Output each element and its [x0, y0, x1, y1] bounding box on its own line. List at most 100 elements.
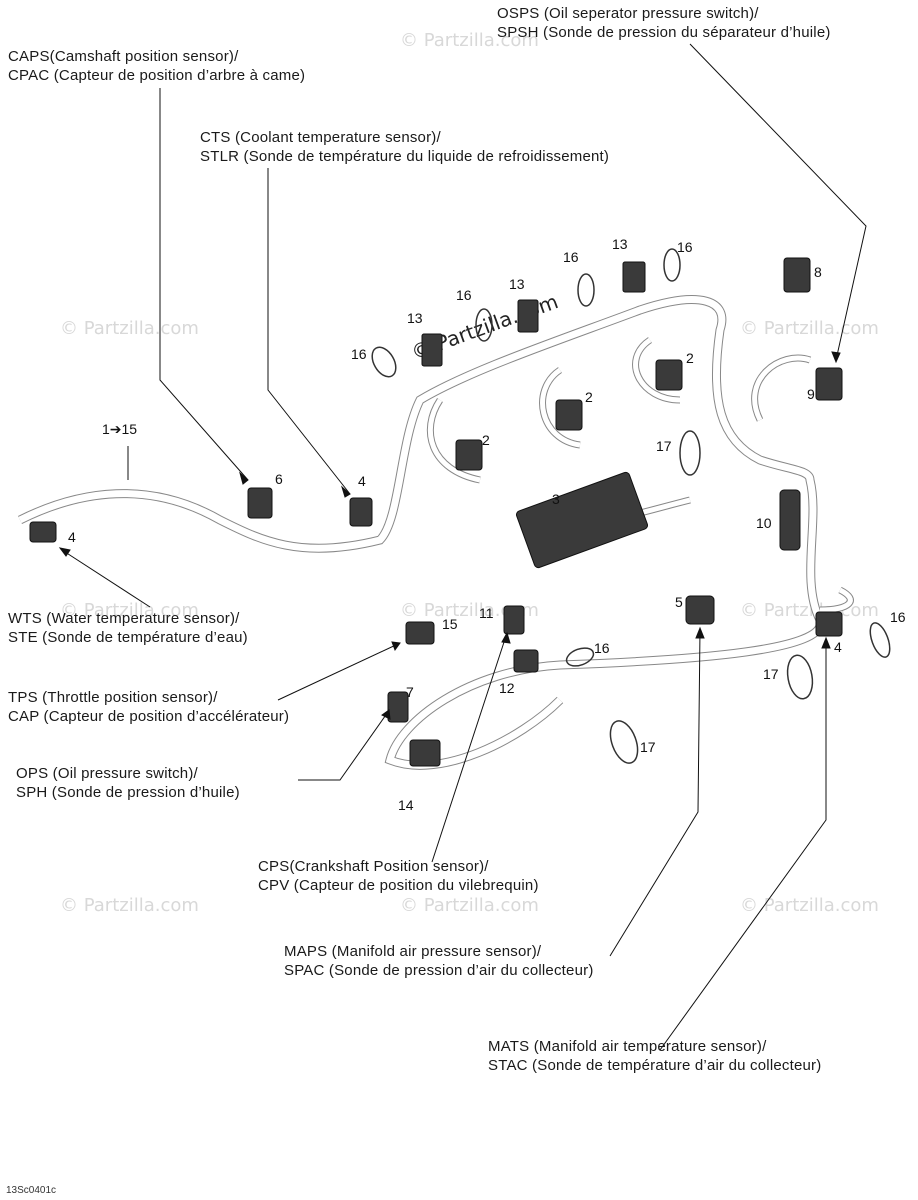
part-number: 13	[612, 236, 628, 252]
part-number: 2	[585, 389, 593, 405]
part-number: 10	[756, 515, 772, 531]
clamp-17	[786, 654, 814, 700]
part-number: 2	[482, 432, 490, 448]
callout-osps-line2: SPSH (Sonde de pression du séparateur d’…	[497, 24, 831, 41]
part-number: 17	[656, 438, 672, 454]
clamp-16	[577, 273, 595, 307]
leader-maps	[609, 629, 701, 957]
watermark: © Partzilla.com	[60, 600, 199, 621]
callout-caps: CAPS(Camshaft position sensor)/ CPAC (Ca…	[8, 47, 305, 85]
callout-cts-line1: CTS (Coolant temperature sensor)/	[200, 129, 441, 146]
watermark: © Partzilla.com	[400, 895, 539, 916]
callout-osps: OSPS (Oil seperator pressure switch)/ SP…	[497, 4, 831, 42]
callout-ops: OPS (Oil pressure switch)/ SPH (Sonde de…	[16, 764, 240, 802]
connector-7-ops	[387, 691, 409, 723]
part-number: 16	[563, 249, 579, 265]
connector-4-cts	[349, 497, 373, 527]
callout-ops-line1: OPS (Oil pressure switch)/	[16, 765, 198, 782]
part-number: 4	[68, 529, 76, 545]
callout-cps: CPS(Crankshaft Position sensor)/ CPV (Ca…	[258, 857, 539, 895]
callout-mats-line2: STAC (Sonde de température d’air du coll…	[488, 1057, 822, 1074]
part-number: 14	[398, 797, 414, 813]
part-number: 15	[442, 616, 458, 632]
fuse-10	[779, 489, 801, 551]
clamp-17	[679, 430, 701, 476]
harness-branch	[751, 354, 812, 422]
connector-13	[622, 261, 646, 293]
callout-mats: MATS (Manifold air temperature sensor)/ …	[488, 1037, 821, 1075]
watermark: © Partzilla.com	[400, 30, 539, 51]
leader-wts	[61, 549, 151, 608]
connector-6-caps	[247, 487, 273, 519]
part-number: 6	[275, 471, 283, 487]
injector-2	[455, 439, 483, 471]
callout-osps-line1: OSPS (Oil seperator pressure switch)/	[497, 5, 759, 22]
watermark: © Partzilla.com	[740, 895, 879, 916]
leader-osps	[689, 43, 867, 361]
part-number: 17	[640, 739, 656, 755]
callout-caps-line1: CAPS(Camshaft position sensor)/	[8, 48, 239, 65]
part-number: 13	[407, 310, 423, 326]
leader-cps	[431, 635, 507, 863]
part-number: 2	[686, 350, 694, 366]
callout-tps-line2: CAP (Capteur de position d’accélérateur)	[8, 708, 290, 725]
leader-cts	[267, 168, 351, 495]
part-number: 1➔15	[102, 421, 138, 437]
part-number: 16	[677, 239, 693, 255]
callout-maps-line1: MAPS (Manifold air pressure sensor)/	[284, 943, 542, 960]
part-number: 5	[675, 594, 683, 610]
ecm-connector-3	[515, 471, 649, 569]
clamp-16	[475, 308, 493, 342]
callout-maps-line2: SPAC (Sonde de pression d’air du collect…	[284, 962, 594, 979]
clamp-16	[663, 248, 681, 282]
callout-cts-line2: STLR (Sonde de température du liquide de…	[200, 148, 610, 165]
leader-ops	[298, 711, 389, 781]
callout-cps-line1: CPS(Crankshaft Position sensor)/	[258, 858, 489, 875]
connector-4-mats	[815, 611, 843, 637]
callout-tps-line1: TPS (Throttle position sensor)/	[8, 689, 218, 706]
part-number: 13	[509, 276, 525, 292]
callout-wts-line1: WTS (Water temperature sensor)/	[8, 610, 240, 627]
clamp-16	[565, 647, 595, 667]
figure-code: 13Sc0401c	[6, 1185, 57, 1196]
callout-mats-line1: MATS (Manifold air temperature sensor)/	[488, 1038, 767, 1055]
callout-cts: CTS (Coolant temperature sensor)/ STLR (…	[200, 128, 609, 166]
clamp-17	[609, 720, 639, 764]
watermark: © Partzilla.com	[60, 318, 199, 339]
part-number: 8	[814, 264, 822, 280]
connector-9-osps	[815, 367, 843, 401]
callout-maps: MAPS (Manifold air pressure sensor)/ SPA…	[284, 942, 594, 980]
callout-tps: TPS (Throttle position sensor)/ CAP (Cap…	[8, 688, 289, 726]
connector-15-tps	[405, 621, 435, 645]
callout-wts: WTS (Water temperature sensor)/ STE (Son…	[8, 609, 248, 647]
callout-ops-line2: SPH (Sonde de pression d’huile)	[16, 784, 240, 801]
injector-2	[555, 399, 583, 431]
callout-cps-line2: CPV (Capteur de position du vilebrequin)	[258, 877, 539, 894]
part-number: 11	[479, 605, 494, 621]
part-number: 4	[834, 639, 842, 655]
watermark: © Partzilla.com	[60, 895, 199, 916]
connector-13	[421, 333, 443, 367]
connector-13	[517, 299, 539, 333]
part-number: 4	[358, 473, 366, 489]
part-number: 9	[807, 386, 815, 402]
callout-wts-line2: STE (Sonde de température d’eau)	[8, 629, 248, 646]
connector-14	[409, 739, 441, 767]
part-number: 3	[552, 491, 560, 507]
connector-4-wts	[29, 521, 57, 543]
leader-mats	[659, 640, 827, 1051]
clamp-16	[869, 622, 891, 658]
connector-5-maps	[685, 595, 715, 625]
part-number: 12	[499, 680, 515, 696]
connector-11-cps	[503, 605, 525, 635]
injector-2	[655, 359, 683, 391]
part-number: 16	[456, 287, 472, 303]
leader-tps	[277, 643, 399, 701]
connector-8	[783, 257, 811, 293]
part-number: 7	[406, 684, 414, 700]
part-number: 17	[763, 666, 779, 682]
connector-12	[513, 649, 539, 673]
part-number: 16	[594, 640, 610, 656]
